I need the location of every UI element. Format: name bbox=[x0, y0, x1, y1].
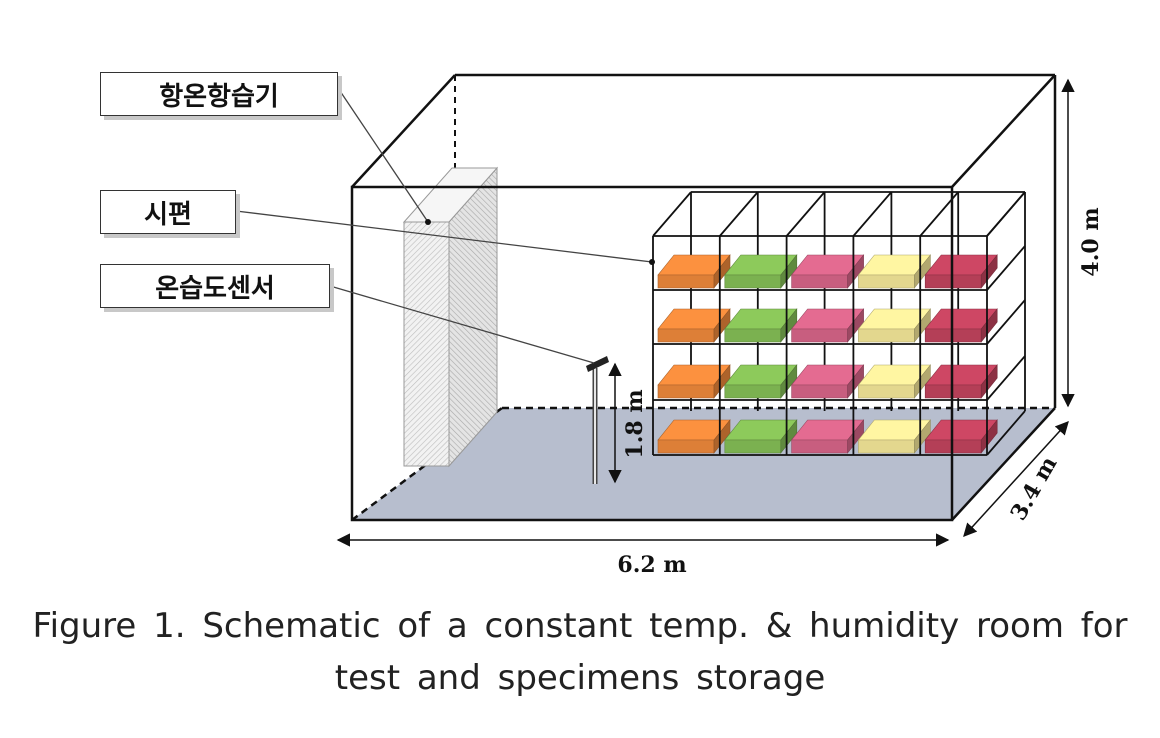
specimen-front bbox=[724, 274, 782, 289]
specimen-side bbox=[980, 364, 998, 399]
chamber-leader-dot bbox=[425, 219, 431, 225]
chamber-unit bbox=[402, 166, 499, 468]
shelf-top-connector bbox=[652, 191, 692, 237]
sensor-label: 온습도센서 bbox=[100, 264, 330, 308]
specimen-front bbox=[724, 384, 782, 399]
specimen-leader-dot bbox=[649, 259, 655, 265]
shelf-side-connector bbox=[986, 299, 1026, 345]
specimen-side bbox=[713, 419, 731, 454]
specimen-side bbox=[847, 419, 864, 454]
caption-line-1: Figure 1. Schematic of a constant temp. … bbox=[32, 606, 1128, 646]
shelf-top-connector bbox=[785, 191, 826, 237]
shelf-side-connector bbox=[986, 245, 1026, 291]
specimen-side bbox=[914, 364, 931, 399]
specimen-leader bbox=[235, 210, 653, 263]
specimen-front bbox=[791, 439, 848, 454]
specimen-front bbox=[858, 274, 915, 289]
specimen-side bbox=[780, 364, 798, 399]
specimen-side bbox=[780, 419, 798, 454]
specimen-front bbox=[791, 328, 848, 343]
specimen-front bbox=[791, 384, 848, 399]
depth-arrow bbox=[963, 421, 1069, 537]
shelf-top-connector bbox=[852, 191, 893, 237]
specimen-front bbox=[657, 274, 715, 289]
shelf-top-connector bbox=[719, 191, 759, 237]
figure-caption: Figure 1. Schematic of a constant temp. … bbox=[0, 600, 1160, 704]
shelf-side-connector bbox=[986, 355, 1026, 401]
specimen-shelf bbox=[652, 191, 1026, 456]
specimen-side bbox=[780, 254, 798, 289]
leader-lines bbox=[235, 87, 653, 364]
specimen-side bbox=[914, 308, 931, 343]
specimen-side bbox=[980, 254, 998, 289]
specimen-side bbox=[847, 308, 864, 343]
sensor-height-label: 1.8 m bbox=[622, 389, 648, 458]
specimen-side bbox=[713, 364, 731, 399]
specimen-front bbox=[858, 439, 915, 454]
specimen-side bbox=[847, 254, 864, 289]
specimen-front bbox=[791, 274, 848, 289]
width-label: 6.2 m bbox=[617, 552, 686, 578]
chamber-leader bbox=[337, 87, 429, 223]
specimen-side bbox=[847, 364, 864, 399]
specimen-front bbox=[858, 328, 915, 343]
specimen-front bbox=[724, 439, 782, 454]
specimen-front bbox=[657, 328, 715, 343]
specimen-side bbox=[780, 308, 798, 343]
specimen-side bbox=[980, 308, 998, 343]
humidity-sensor bbox=[586, 356, 609, 484]
height-label: 4.0 m bbox=[1078, 207, 1104, 276]
room-schematic: 6.2 m 3.4 m 4.0 m 1.8 m bbox=[235, 73, 1104, 578]
specimen-side bbox=[713, 308, 731, 343]
specimen-front bbox=[724, 328, 782, 343]
specimen-side bbox=[914, 419, 931, 454]
caption-line-2: test and specimens storage bbox=[334, 658, 826, 698]
chamber-label: 항온항습기 bbox=[100, 72, 338, 116]
specimen-front bbox=[657, 384, 715, 399]
sensor-leader bbox=[329, 285, 595, 364]
specimen-front bbox=[657, 439, 715, 454]
specimen-side bbox=[713, 254, 731, 289]
shelf-side-connector bbox=[986, 191, 1026, 237]
specimen-label: 시편 bbox=[100, 190, 236, 234]
specimen-side bbox=[914, 254, 931, 289]
depth-label: 3.4 m bbox=[1005, 452, 1062, 525]
specimen-front bbox=[858, 384, 915, 399]
